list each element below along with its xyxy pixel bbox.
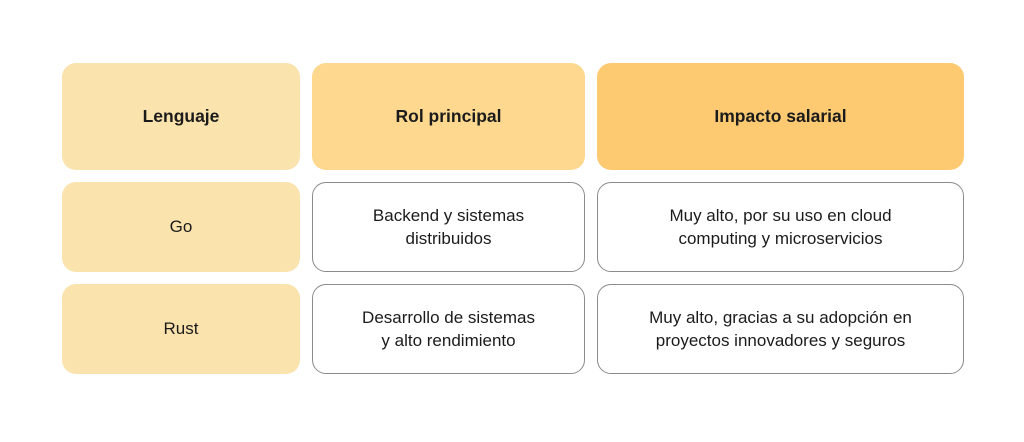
impact-cell-rust: Muy alto, gracias a su adopción en proye… xyxy=(597,284,964,374)
role-cell-rust: Desarrollo de sistemas y alto rendimient… xyxy=(312,284,585,374)
impact-cell-go: Muy alto, por su uso en cloud computing … xyxy=(597,182,964,272)
comparison-table: Lenguaje Rol principal Impacto salarial … xyxy=(62,63,964,374)
language-cell-rust: Rust xyxy=(62,284,300,374)
header-cell-lenguaje: Lenguaje xyxy=(62,63,300,170)
language-cell-go: Go xyxy=(62,182,300,272)
role-cell-go: Backend y sistemas distribuidos xyxy=(312,182,585,272)
header-cell-rol-principal: Rol principal xyxy=(312,63,585,170)
header-cell-impacto-salarial: Impacto salarial xyxy=(597,63,964,170)
